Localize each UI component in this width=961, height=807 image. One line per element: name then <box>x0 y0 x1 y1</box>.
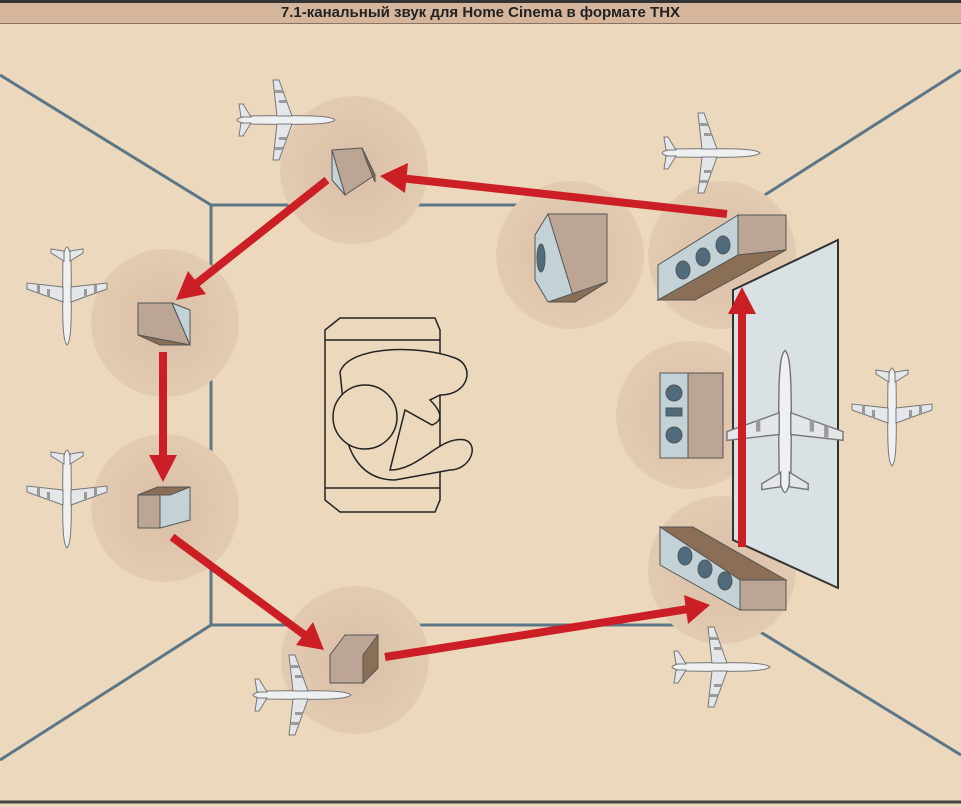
speaker-surround-right-left-wall <box>137 486 191 529</box>
speaker-front-right <box>658 526 788 611</box>
sound-path-arrows <box>149 163 756 661</box>
subwoofer <box>534 212 608 303</box>
sofa-with-viewer <box>324 317 473 513</box>
room-walls <box>0 68 961 804</box>
diagram-title: 7.1-канальный звук для Home Cinema в фор… <box>0 0 961 24</box>
speaker-surround-back-left <box>331 147 376 196</box>
speaker-center <box>659 372 724 459</box>
speaker-surround-back-right <box>329 633 379 685</box>
speaker-front-left <box>656 214 787 301</box>
airplane-icon <box>661 112 761 194</box>
airplane-icon <box>851 367 933 467</box>
speaker-surround-left <box>137 302 191 346</box>
